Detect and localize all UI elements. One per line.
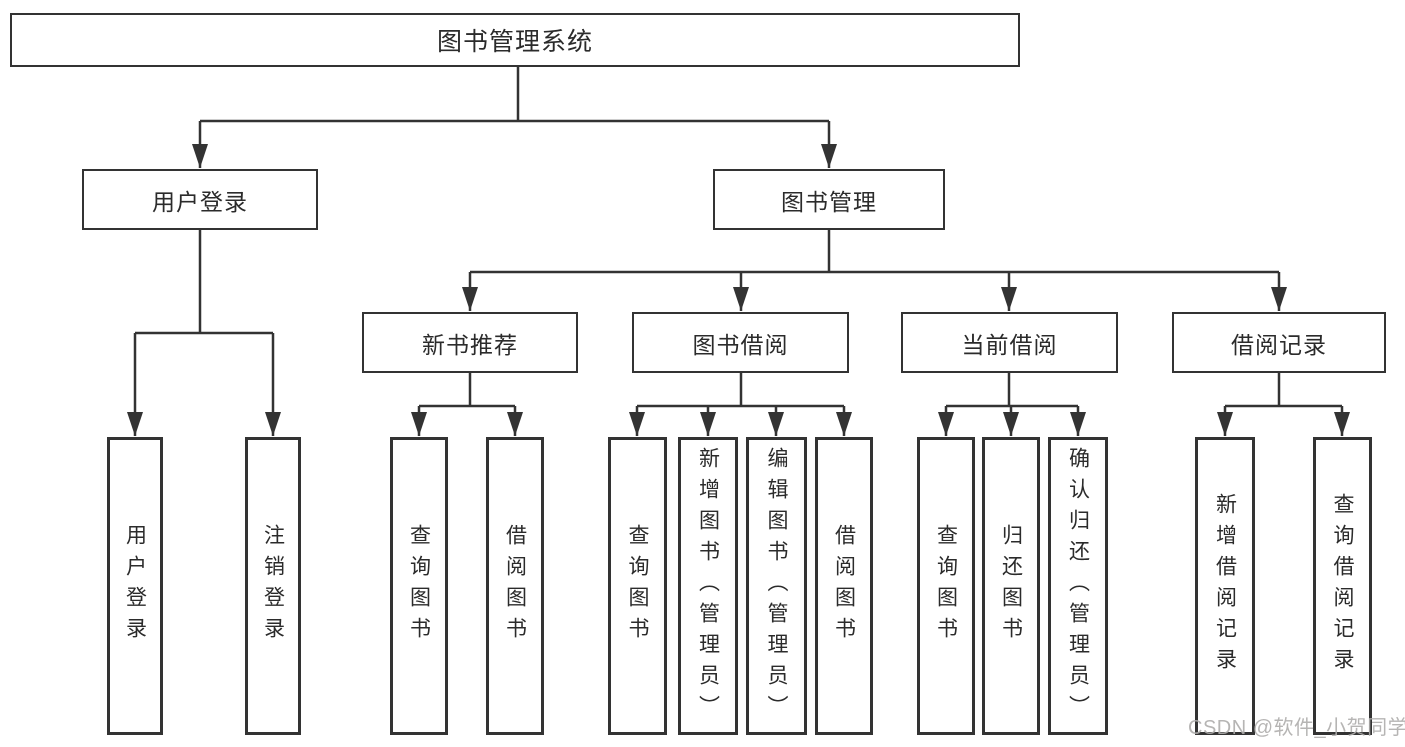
connector-user-login-to-children xyxy=(127,230,281,436)
leaf-query-books-2: 查询图书 xyxy=(608,437,667,735)
leaf-add-book-admin: 新增图书（管理员） xyxy=(678,437,738,735)
leaf-borrow-books-1: 借阅图书 xyxy=(486,437,544,735)
connector-current-borrow-to-children xyxy=(938,373,1086,436)
node-book-management: 图书管理 xyxy=(713,169,945,230)
leaf-borrow-books-1-label: 借阅图书 xyxy=(503,524,527,648)
connector-new-book-recommend-to-children xyxy=(411,373,523,436)
leaf-query-books-3: 查询图书 xyxy=(917,437,975,735)
leaf-return-books: 归还图书 xyxy=(982,437,1040,735)
leaf-query-books-3-label: 查询图书 xyxy=(934,524,958,648)
leaf-query-borrow-record-label: 查询借阅记录 xyxy=(1331,493,1354,679)
node-borrow-records: 借阅记录 xyxy=(1172,312,1386,373)
leaf-borrow-books-2-label: 借阅图书 xyxy=(832,524,856,648)
node-current-borrow: 当前借阅 xyxy=(901,312,1118,373)
leaf-user-login: 用户登录 xyxy=(107,437,163,735)
leaf-query-borrow-record: 查询借阅记录 xyxy=(1313,437,1372,735)
leaf-return-books-label: 归还图书 xyxy=(999,524,1023,648)
leaf-query-books-2-label: 查询图书 xyxy=(626,524,649,648)
node-new-book-recommend: 新书推荐 xyxy=(362,312,578,373)
connector-borrow-records-to-children xyxy=(1217,373,1350,436)
csdn-watermark: CSDN @软件_小贺同学 xyxy=(1188,717,1405,739)
leaf-add-borrow-record: 新增借阅记录 xyxy=(1195,437,1255,735)
leaf-logout-login-label: 注销登录 xyxy=(261,524,285,648)
connector-book-management-to-level3 xyxy=(462,230,1287,311)
leaf-confirm-return-admin: 确认归还（管理员） xyxy=(1048,437,1108,735)
leaf-user-login-label: 用户登录 xyxy=(123,524,147,648)
leaf-borrow-books-2: 借阅图书 xyxy=(815,437,873,735)
connector-book-borrow-to-children xyxy=(629,373,852,436)
node-user-login: 用户登录 xyxy=(82,169,318,230)
leaf-confirm-return-admin-label: 确认归还（管理员） xyxy=(1066,446,1090,726)
node-system-root: 图书管理系统 xyxy=(10,13,1020,67)
node-book-borrow: 图书借阅 xyxy=(632,312,849,373)
leaf-logout-login: 注销登录 xyxy=(245,437,301,735)
connector-root-to-level2 xyxy=(192,67,837,168)
leaf-query-books-1-label: 查询图书 xyxy=(407,524,431,648)
leaf-add-book-admin-label: 新增图书（管理员） xyxy=(696,446,720,726)
leaf-add-borrow-record-label: 新增借阅记录 xyxy=(1213,493,1237,679)
leaf-query-books-1: 查询图书 xyxy=(390,437,448,735)
leaf-edit-book-admin: 编辑图书（管理员） xyxy=(746,437,807,735)
leaf-edit-book-admin-label: 编辑图书（管理员） xyxy=(765,446,788,726)
